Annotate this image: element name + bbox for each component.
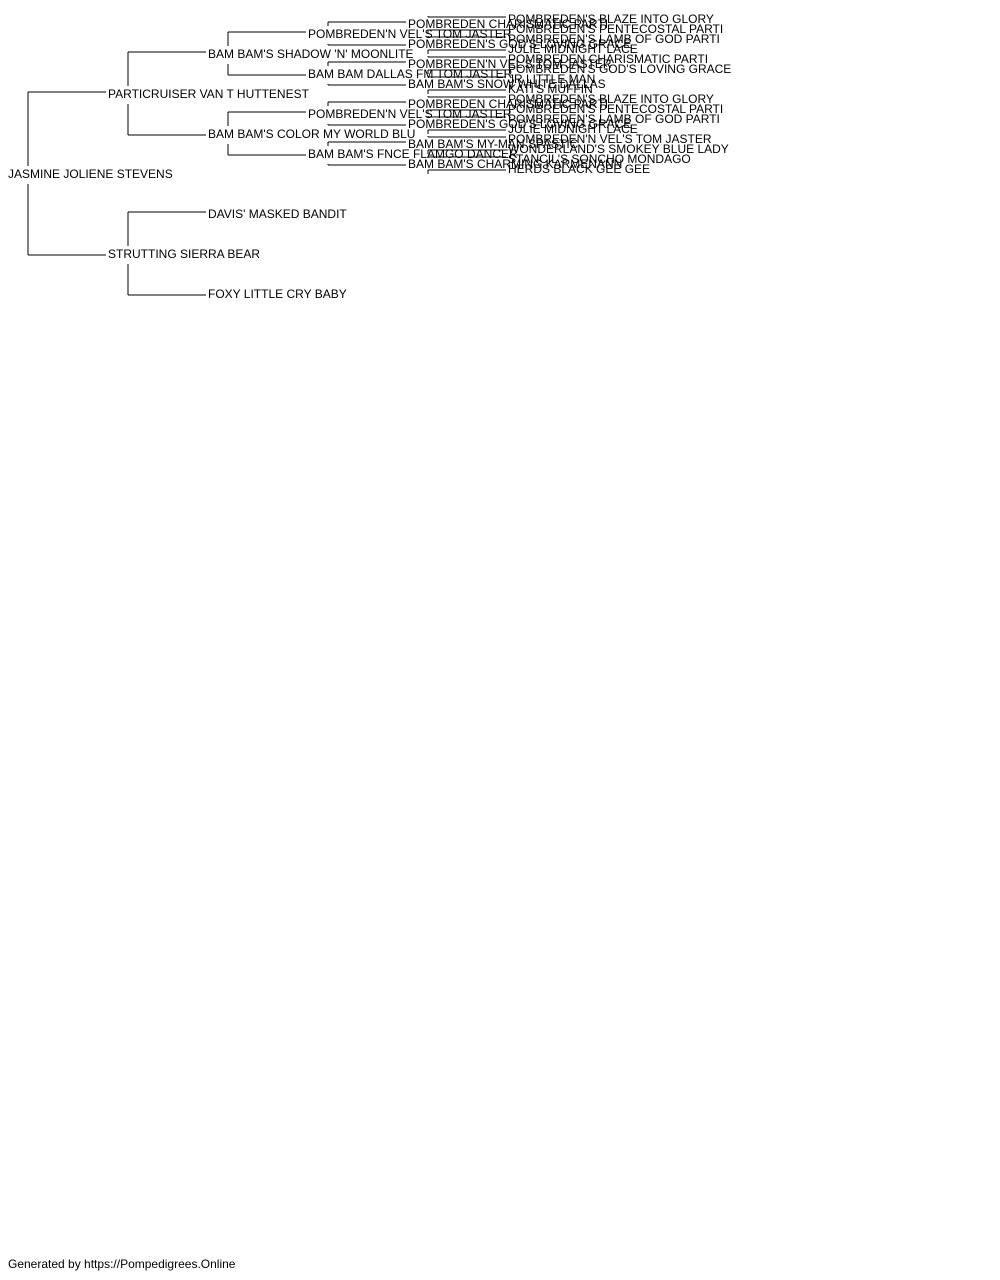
ancestor-name: POMBREDEN'N VEL'S TOM JASTER (508, 132, 712, 146)
ancestor-name: BAM BAM'S MY-MAN SPASTIC (408, 137, 579, 151)
ancestor-name: POMBREDEN'S GOD'S LOVING GRACE (508, 62, 731, 76)
ancestor-name: BAM BAM'S CHARMING KARMENANN (408, 157, 622, 171)
ancestor-name: POMBREDEN'S BLAZE INTO GLORY (508, 12, 714, 26)
ancestor-name: BAM BAM'S SHADOW 'N' MOONLITE (208, 47, 414, 61)
ancestor-name: FOXY LITTLE CRY BABY (208, 287, 347, 301)
ancestor-name: BAM BAM'S SNOW WHITE DALLAS (408, 77, 606, 91)
ancestor-name: POMBREDEN'S LAMB OF GOD PARTI (508, 32, 720, 46)
ancestor-name: POMBREDEN'S GOD'S LOVING GRACE (408, 37, 631, 51)
ancestor-name: POMBREDEN CHARISMATIC PARTI (508, 52, 708, 66)
ancestor-name: PARTICRUISER VAN T HUTTENEST (108, 87, 310, 101)
ancestor-name: POMBREDEN'N VEL'S TOM JASTER (408, 57, 612, 71)
ancestor-name: STRUTTING SIERRA BEAR (108, 247, 260, 261)
ancestor-name: POMBREDEN'S PENTECOSTAL PARTI (508, 22, 723, 36)
ancestor-name: POMBREDEN'S LAMB OF GOD PARTI (508, 112, 720, 126)
footer-credit: Generated by https://Pompedigrees.Online (8, 1257, 236, 1271)
ancestor-name: POMBREDEN CHARISMATIC PARTI (408, 97, 608, 111)
ancestor-name: POMBREDEN'S PENTECOSTAL PARTI (508, 102, 723, 116)
ancestor-name: BAM BAM'S COLOR MY WORLD BLU (208, 127, 415, 141)
ancestor-name: POMBREDEN'S BLAZE INTO GLORY (508, 92, 714, 106)
ancestor-name: DAVIS' MASKED BANDIT (208, 207, 347, 221)
ancestor-name: JULIE MIDNIGHT LACE (508, 42, 638, 56)
subject-name: JASMINE JOLIENE STEVENS (8, 167, 173, 181)
ancestor-name: JR LITTLE MAN (508, 72, 595, 86)
ancestor-name: JULIE MIDNIGHT LACE (508, 122, 638, 136)
ancestor-name: WONDERLAND'S SMOKEY BLUE LADY (508, 142, 729, 156)
ancestor-name: POMBREDEN CHARISMATIC PARTI (408, 17, 608, 31)
ancestor-name: HERDS BLACK GEE GEE (508, 162, 650, 176)
ancestor-name: POMBREDEN'S GOD'S LOVING GRACE (408, 117, 631, 131)
ancestor-name: STANCIL'S SONCHO MONDAGO (508, 152, 691, 166)
ancestor-name: KATI'S MUFFIN (508, 82, 593, 96)
